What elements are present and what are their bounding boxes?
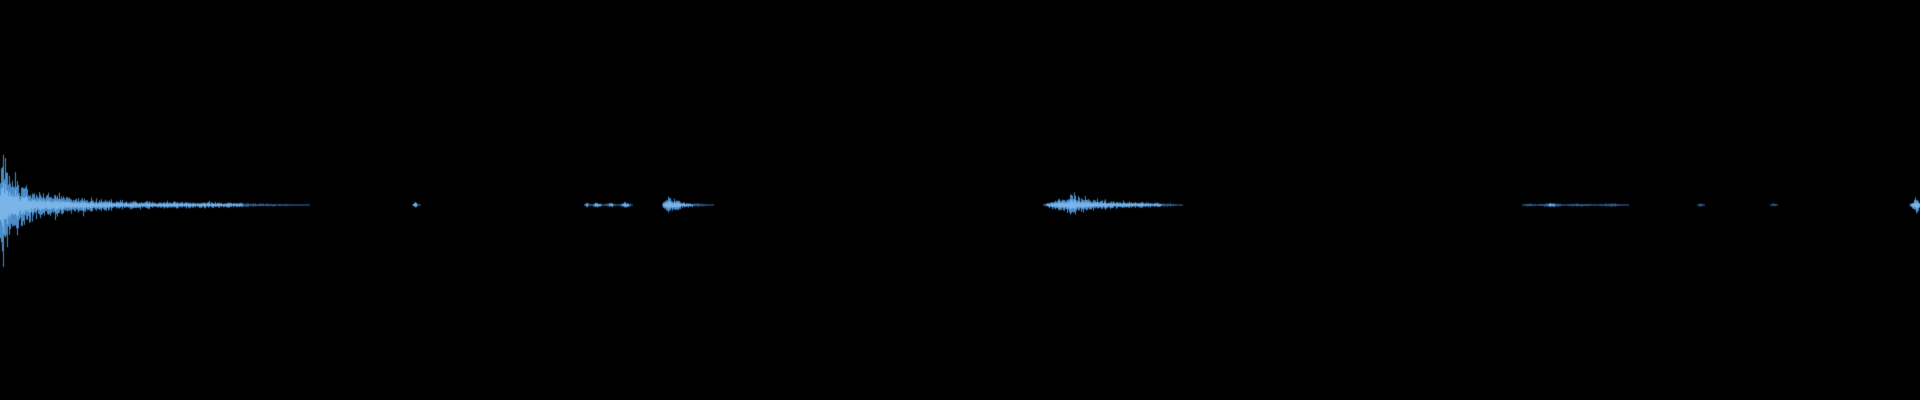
waveform-panel (0, 0, 1920, 400)
audio-waveform[interactable] (0, 0, 1920, 400)
